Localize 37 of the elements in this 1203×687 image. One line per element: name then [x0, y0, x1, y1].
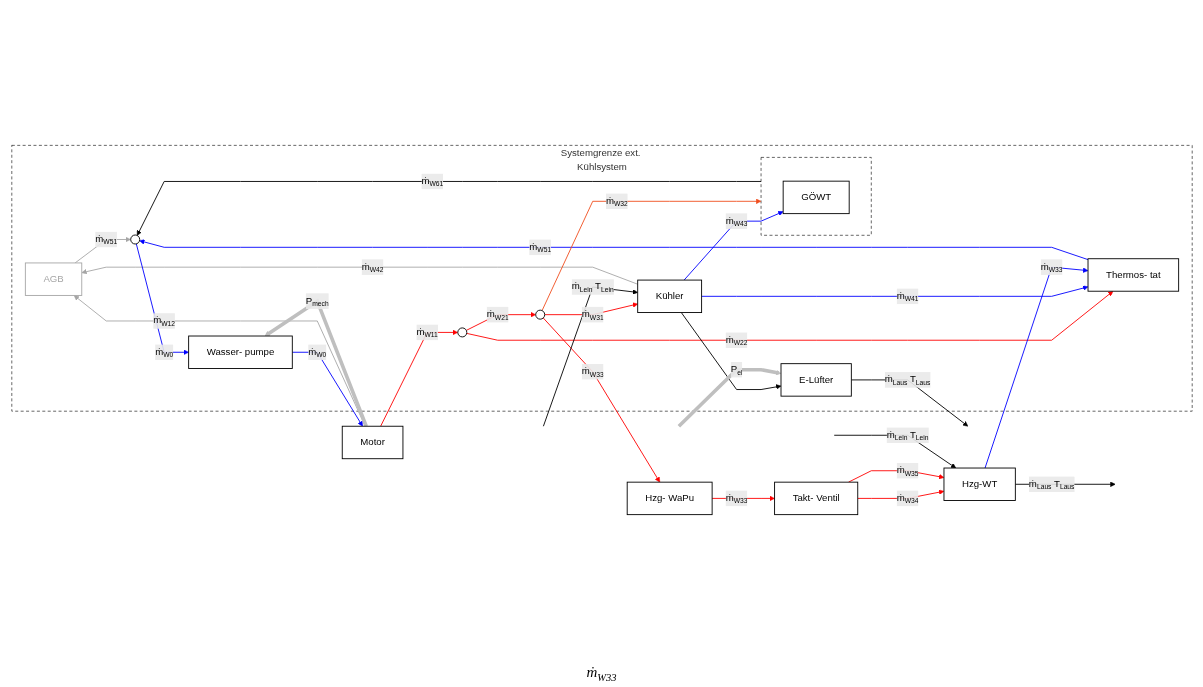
- edge-label: ṁ$_{W43}$: [725, 215, 748, 228]
- node-box: AGB: [24, 262, 82, 296]
- node-box: Kühler: [636, 279, 702, 313]
- node-box: Wasser- pumpe: [187, 335, 293, 369]
- edge-label: ṁ$_{W34}$: [896, 492, 919, 505]
- edge-label: ṁ$_{W33}$: [725, 492, 748, 505]
- edge-label: ṁ$_{W51}$: [94, 233, 117, 246]
- node-box: E-Lüfter: [780, 363, 852, 397]
- flow-label: ṁ$_{W33}$: [586, 664, 617, 680]
- edge-label: ṁ$_{W33}$: [1040, 261, 1063, 274]
- node-circle: [456, 327, 467, 338]
- edge-label: ṁ$_{W0}$: [154, 346, 173, 359]
- edge-label: ṁ$_{W42}$: [361, 261, 384, 274]
- edge-label: ṁ$_{W22}$: [725, 334, 748, 347]
- node-circle: [534, 309, 545, 320]
- edge-label: ṁ$_{W12}$: [152, 314, 175, 328]
- edge-label: ṁ$_{W33}$: [581, 365, 604, 378]
- edge-label: P$_{el}$: [730, 363, 742, 376]
- node-box: Hzg-WT: [943, 467, 1016, 501]
- node-circle: [129, 234, 140, 245]
- edge-label: ṁ$_{W31}$: [581, 308, 604, 321]
- node-box: GÖWT: [782, 180, 850, 215]
- edge-label: ṁ$_{W41}$: [896, 290, 919, 303]
- cluster: [760, 157, 872, 236]
- edge-label: ṁ$_{W51}$: [528, 241, 551, 254]
- edge-label: ṁ$_{W0}$: [307, 346, 326, 359]
- node-box: Hzg- WaPu: [626, 481, 713, 516]
- node-box: Thermos- tat: [1087, 258, 1179, 292]
- edge-label: ṁ$_{W32}$: [605, 195, 628, 208]
- arrow: [677, 367, 781, 428]
- edge-label: ṁ$_{W61}$: [421, 175, 443, 188]
- node-box: Motor: [341, 425, 403, 460]
- edge-label: ṁ$_{W35}$: [896, 464, 919, 477]
- node-box: Takt- Ventil: [773, 481, 858, 516]
- edge-label: P$_{mech}$: [305, 295, 329, 308]
- edge-label: ṁ$_{W21}$: [486, 308, 509, 321]
- edge-label: ṁ$_{W11}$: [415, 326, 438, 339]
